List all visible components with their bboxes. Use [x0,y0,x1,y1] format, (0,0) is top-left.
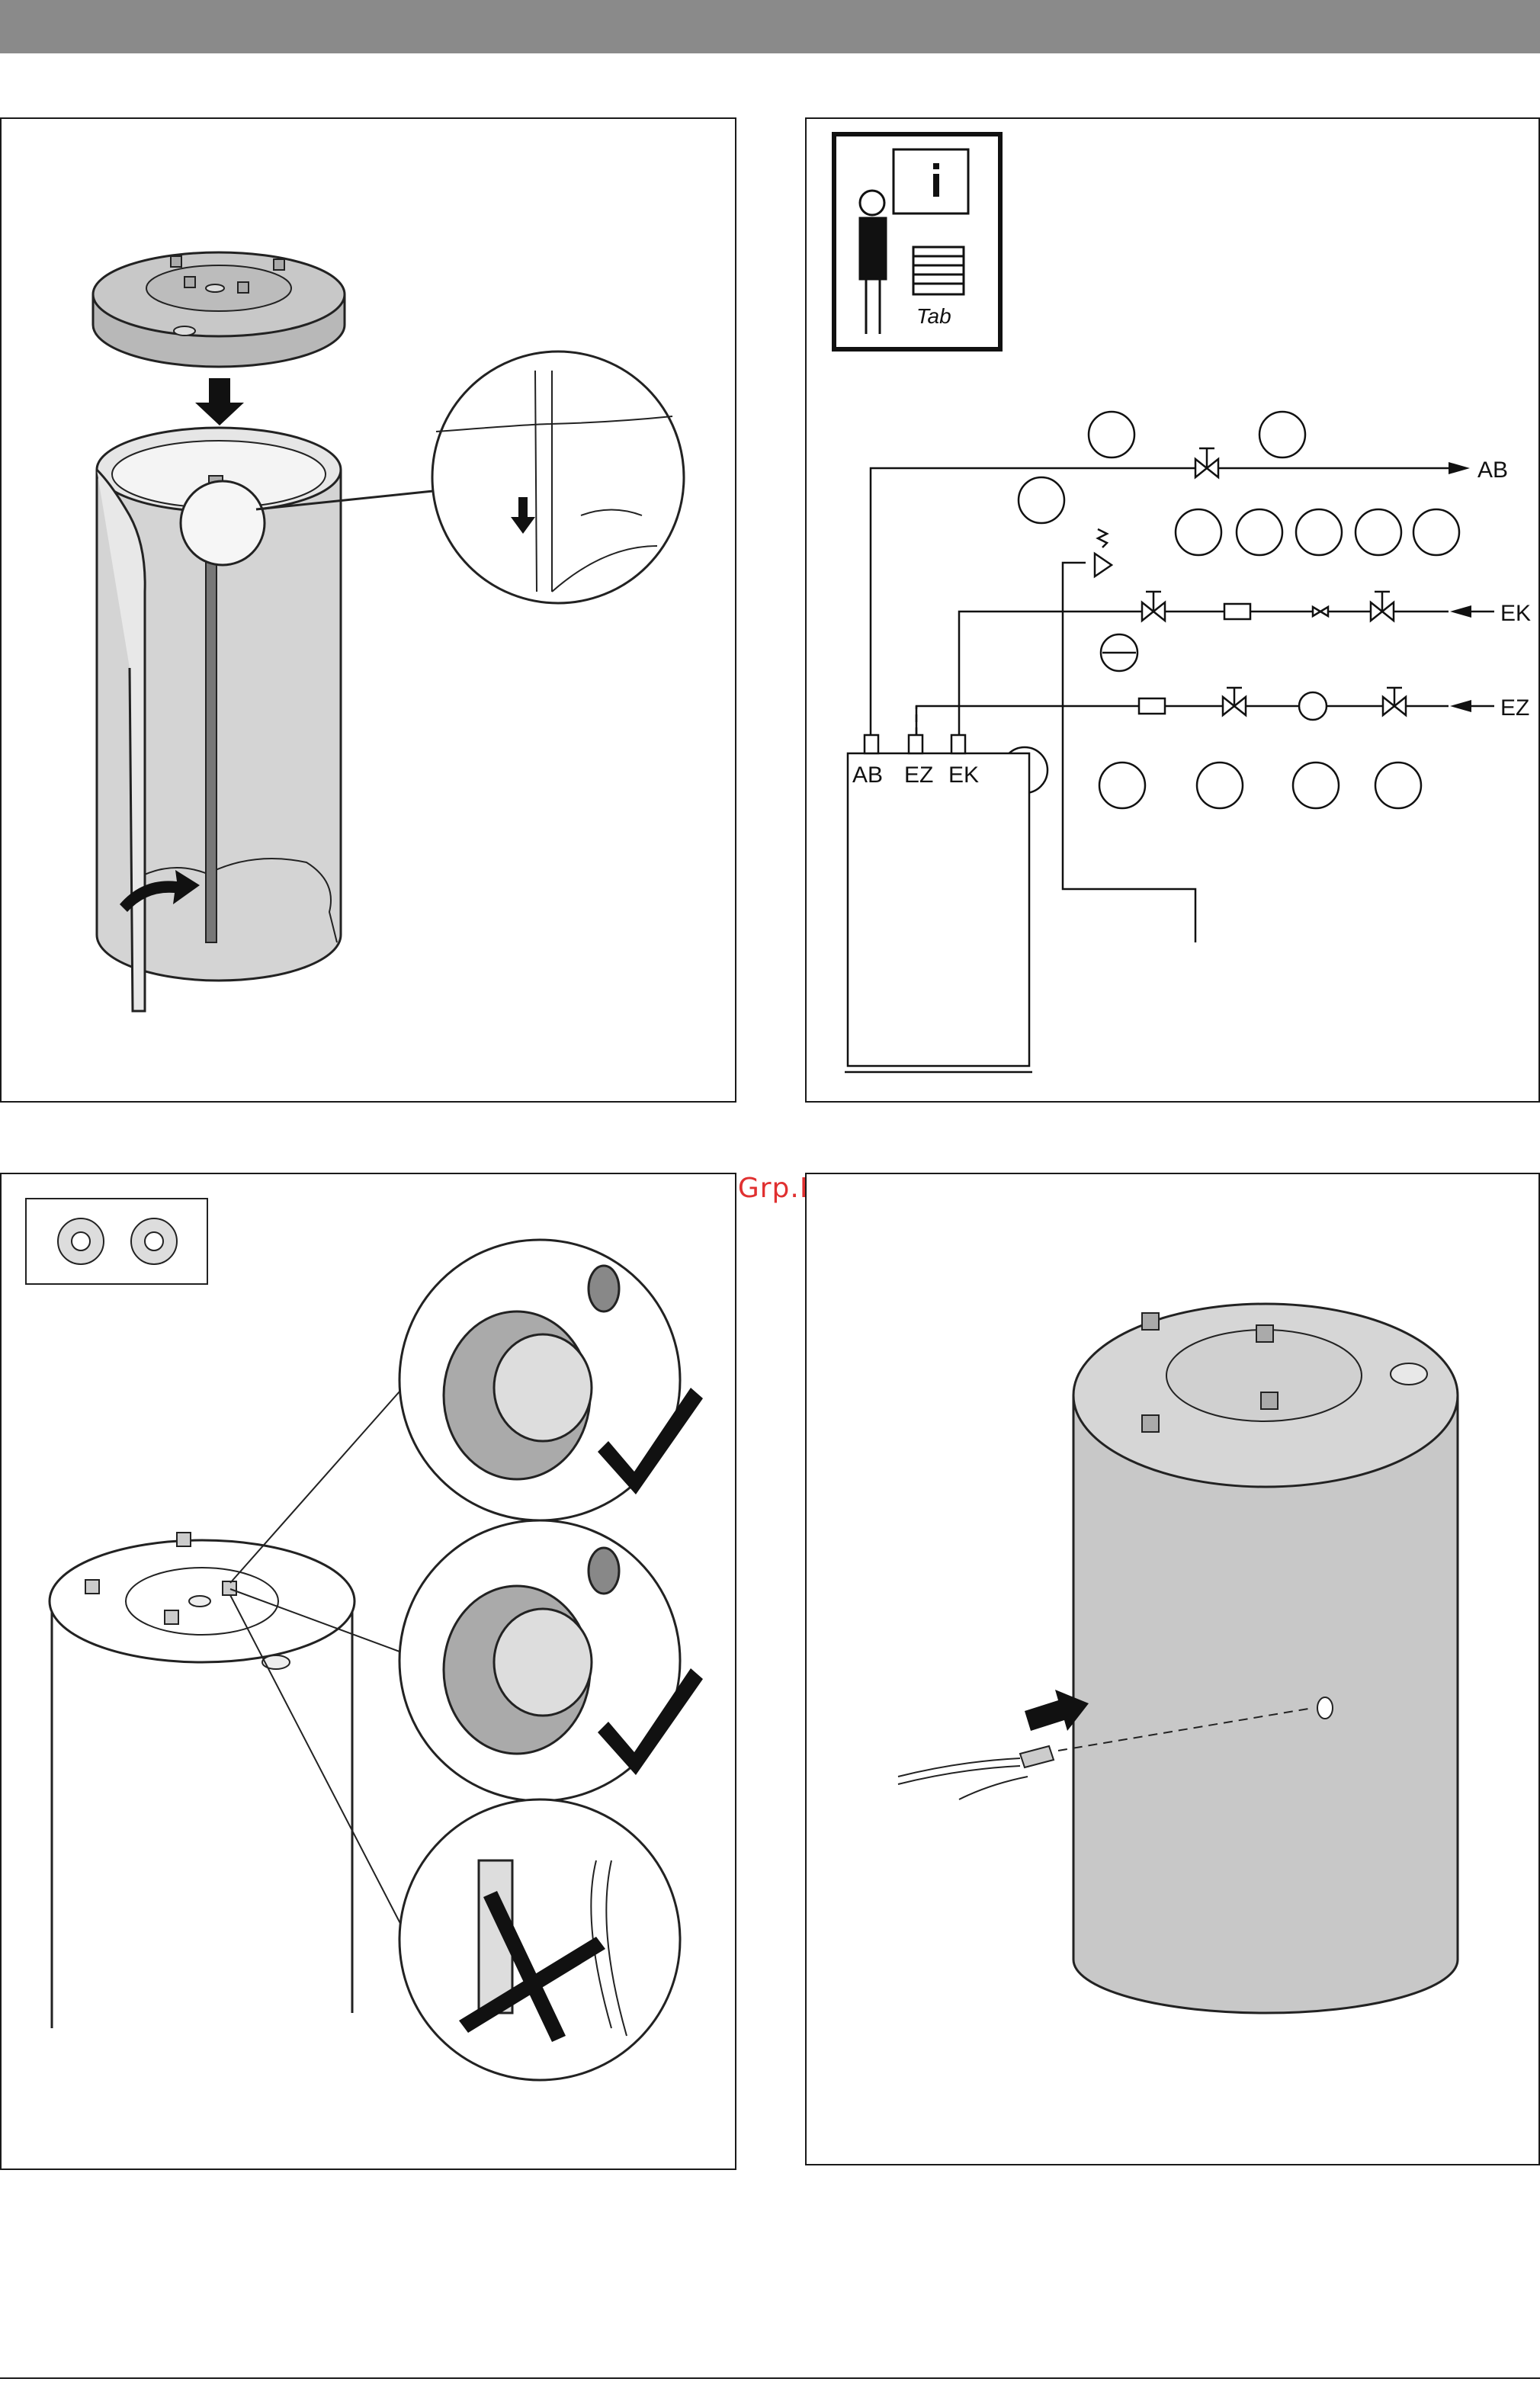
panel-jacket-install [0,117,736,1103]
line-label-ez: EZ [1500,695,1529,721]
footer-line [0,2377,1540,2379]
sealing-tape-icon [26,1199,207,1284]
line-label-ek: EK [1500,601,1531,626]
tank-lid [93,252,345,367]
panel-sensor-insert [805,1173,1540,2165]
header-bar [0,0,1540,53]
tank-port-ez: EZ [904,762,933,788]
tank-port-ab: AB [852,762,883,788]
thread-sealing-illustration [2,1174,736,2170]
tank-port-ek: EK [948,762,979,788]
jacket-install-illustration [2,119,736,1103]
line-arrows [1449,462,1471,712]
tab-label: Tab [916,304,951,328]
arrow-down-icon [195,378,244,425]
line-label-ab: AB [1477,457,1508,483]
valves [1095,448,1406,720]
sensor-insert-illustration [807,1174,1540,2165]
tank-top [50,1533,355,2028]
piping-schematic: Tab [807,119,1540,1103]
panel-piping-schematic: Tab [805,117,1540,1103]
detail-paste-hemp-wrong [399,1799,680,2080]
tank-body [1073,1304,1458,2013]
panel-thread-sealing [0,1173,736,2170]
